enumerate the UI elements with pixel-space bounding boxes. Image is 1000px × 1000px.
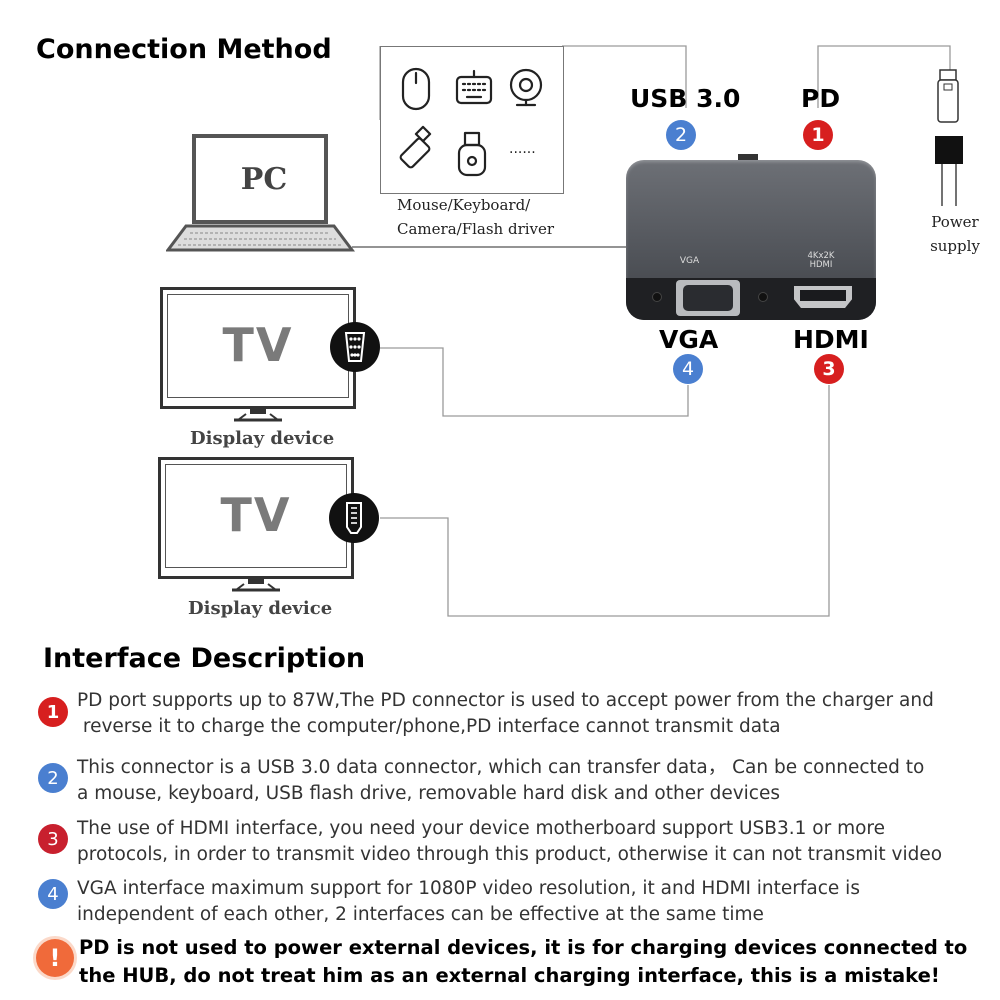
hub-hdmi-label-line-1: 4Kx2K [807,251,835,261]
description-item-2-line-2: a mouse, keyboard, USB flash drive, remo… [77,783,780,804]
usb-port-badge: 2 [666,120,696,150]
tv-stand-1 [234,406,282,422]
keyboard-icon [455,69,493,105]
description-badge-2: 2 [38,763,68,793]
mouse-icon [401,67,431,111]
tv-screen-text-1: TV [222,318,294,372]
description-item-2-line-1: This connector is a USB 3.0 data connect… [77,757,925,778]
description-item-2: This connector is a USB 3.0 data connect… [77,755,987,807]
peripherals-ellipsis: ...... [509,141,536,157]
description-badge-1: 1 [38,697,68,727]
hdmi-port-badge: 3 [814,354,844,384]
power-caption-line-2: supply [930,237,980,255]
display-device-caption-2: Display device [188,598,333,619]
display-device-caption-1: Display device [190,428,335,449]
description-badge-3: 3 [38,824,68,854]
vga-port-badge: 4 [673,354,703,384]
hub-hdmi-label-line-2: HDMI [809,260,833,270]
description-item-3-line-2: protocols, in order to transmit video th… [77,844,943,865]
hub-hdmi-port [794,286,852,308]
connection-method-title: Connection Method [36,34,332,65]
hdmi-port-label: HDMI [793,325,869,354]
usb-port-label: USB 3.0 [630,84,741,113]
description-item-1-line-1: PD port supports up to 87W,The PD connec… [77,690,934,711]
hub-hdmi-label: 4Kx2K HDMI [786,252,856,270]
usb-stick-icon [457,131,487,177]
warning-text: PD is not used to power external devices… [79,934,989,990]
tv-icon-hdmi: TV [158,457,354,579]
power-plug-icon [935,69,963,206]
peripherals-icons: ...... [399,67,543,177]
description-item-3: The use of HDMI interface, you need your… [77,816,987,868]
warning-icon: ! [36,939,74,977]
tv-icon-vga: TV [160,287,356,409]
hub-vga-port [676,280,740,316]
description-item-1-line-2: reverse it to charge the computer/phone,… [77,716,781,737]
peripherals-caption: Mouse/Keyboard/ Camera/Flash driver [397,193,554,241]
description-item-4: VGA interface maximum support for 1080P … [77,876,987,928]
vga-connector-icon [330,322,380,372]
peripherals-caption-line-1: Mouse/Keyboard/ [397,196,531,214]
description-item-1: PD port supports up to 87W,The PD connec… [77,688,987,740]
description-item-4-line-2: independent of each other, 2 interfaces … [77,904,764,925]
hub-vga-label: VGA [679,256,700,266]
tv-screen-text-2: TV [220,488,292,542]
hub-top-port [738,154,758,160]
pd-port-label: PD [801,84,841,113]
power-supply-caption: Power supply [929,210,981,258]
pc-label: PC [240,162,288,197]
warning-line-2: the HUB, do not treat him as an external… [79,964,940,987]
description-badge-4: 4 [38,879,68,909]
hub-screw-left [652,292,662,302]
warning-line-1: PD is not used to power external devices… [79,936,968,959]
hub-screw-right [758,292,768,302]
tv-stand-2 [232,576,280,592]
pd-port-badge: 1 [803,120,833,150]
description-item-3-line-1: The use of HDMI interface, you need your… [77,818,885,839]
description-item-4-line-1: VGA interface maximum support for 1080P … [77,878,860,899]
hdmi-connector-icon [329,493,379,543]
peripherals-caption-line-2: Camera/Flash driver [397,220,555,238]
peripherals-box: ...... [380,46,564,194]
warning-symbol: ! [49,944,61,972]
interface-description-title: Interface Description [43,643,366,674]
power-caption-line-1: Power [931,213,979,231]
usb-hub-device: VGA 4Kx2K HDMI [626,154,876,320]
vga-port-label: VGA [659,325,719,354]
laptop-icon [166,134,355,252]
webcam-icon [509,68,543,107]
flash-drive-icon [399,125,432,169]
